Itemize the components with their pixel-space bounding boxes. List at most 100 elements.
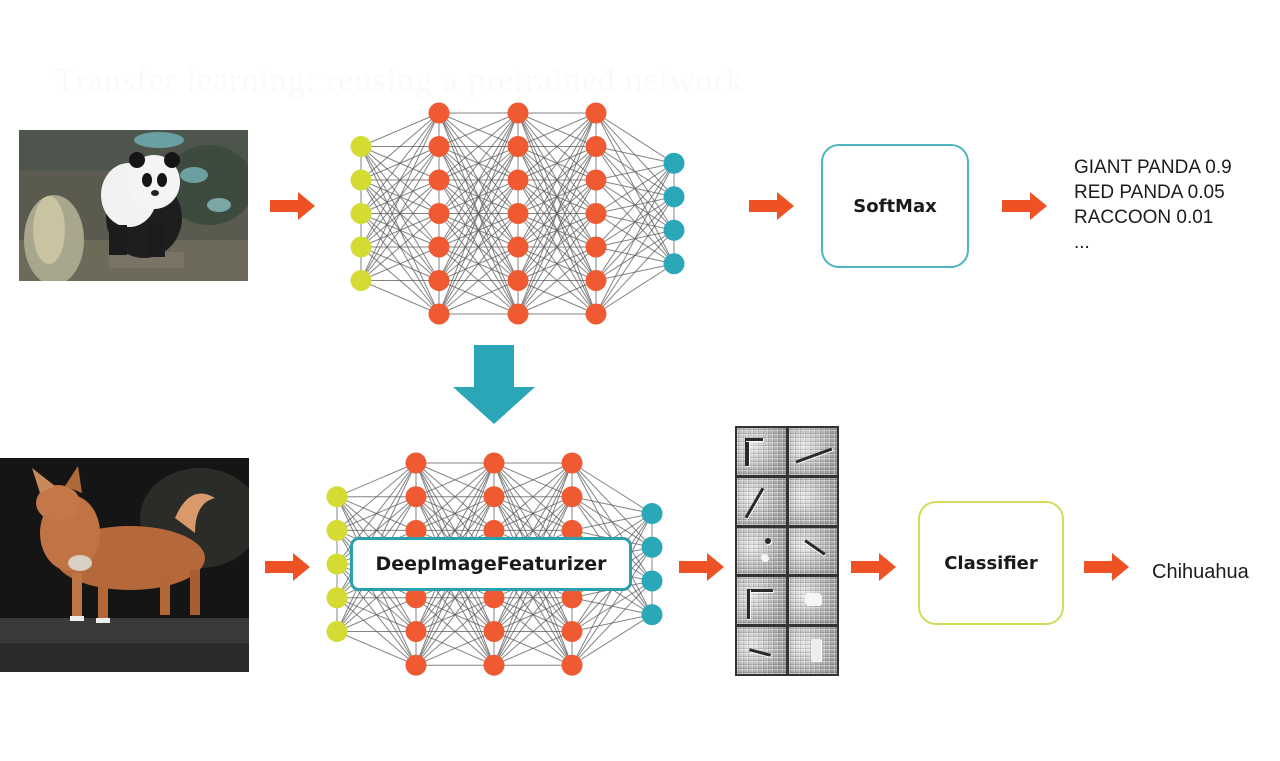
output-node bbox=[641, 604, 663, 626]
arrow-right-icon bbox=[679, 553, 724, 581]
network-edge bbox=[493, 462, 573, 498]
network-edge bbox=[595, 112, 675, 164]
classifier-box: Classifier bbox=[918, 501, 1064, 625]
network-edge bbox=[360, 112, 440, 181]
network-edge bbox=[571, 496, 653, 515]
hidden-node bbox=[585, 102, 607, 124]
hidden-node bbox=[428, 169, 450, 191]
hidden-node bbox=[428, 236, 450, 258]
network-edge bbox=[360, 213, 440, 281]
network-edge bbox=[517, 112, 597, 315]
network-edge bbox=[336, 631, 417, 666]
hidden-node bbox=[405, 486, 427, 508]
network-edge bbox=[517, 112, 597, 181]
output-node bbox=[663, 152, 685, 174]
hidden-node bbox=[405, 587, 427, 609]
hidden-node bbox=[507, 102, 529, 124]
network-edge bbox=[517, 112, 597, 147]
deep-image-featurizer-box: DeepImageFeaturizer bbox=[350, 537, 632, 591]
network-edge bbox=[438, 112, 519, 181]
network-edge bbox=[517, 112, 597, 214]
hidden-node bbox=[561, 621, 583, 642]
network-edge bbox=[360, 280, 440, 315]
hidden-node bbox=[585, 169, 607, 191]
network-edge bbox=[438, 246, 519, 315]
network-edge bbox=[493, 597, 573, 666]
softmax-box: SoftMax bbox=[821, 144, 969, 268]
panda-image bbox=[19, 130, 248, 281]
hidden-node bbox=[507, 303, 529, 325]
input-node bbox=[350, 136, 372, 157]
arrow-right-icon bbox=[749, 192, 794, 220]
dog-image bbox=[0, 458, 249, 672]
hidden-node bbox=[483, 519, 505, 541]
hidden-node bbox=[585, 303, 607, 325]
network-edge bbox=[595, 263, 675, 315]
hidden-node bbox=[405, 519, 427, 541]
input-node bbox=[326, 621, 348, 642]
feature-map-tile bbox=[737, 627, 786, 674]
feature-map-tile bbox=[737, 428, 786, 475]
hidden-node bbox=[483, 621, 505, 642]
hidden-node bbox=[561, 587, 583, 609]
network-edge bbox=[595, 162, 675, 214]
feature-map-tile bbox=[788, 577, 837, 625]
network-edge bbox=[438, 112, 519, 315]
feature-map-tile bbox=[737, 477, 786, 525]
arrow-right-icon bbox=[265, 553, 310, 581]
input-node bbox=[350, 236, 372, 258]
softmax-label: SoftMax bbox=[853, 195, 937, 217]
network-edge bbox=[360, 179, 440, 281]
network-edge bbox=[595, 162, 675, 248]
input-node bbox=[350, 169, 372, 191]
network-edge bbox=[571, 614, 653, 666]
hidden-node bbox=[428, 102, 450, 124]
network-edge bbox=[415, 462, 495, 531]
faded-title: Transfer learning: reusing a pretrained … bbox=[55, 62, 744, 99]
network-edge bbox=[360, 112, 440, 281]
hidden-node bbox=[483, 486, 505, 508]
hidden-node bbox=[561, 519, 583, 541]
network-edge bbox=[595, 162, 675, 181]
arrow-right-icon bbox=[1084, 553, 1129, 581]
network-edge bbox=[595, 162, 675, 281]
down-arrow-icon bbox=[453, 345, 535, 424]
classification-result: Chihuahua bbox=[1152, 561, 1249, 583]
arrow-right-icon bbox=[270, 192, 315, 220]
network-edge bbox=[415, 631, 495, 666]
network-edge bbox=[438, 112, 519, 214]
hidden-node bbox=[483, 452, 505, 474]
feature-map-tile bbox=[788, 428, 837, 475]
feature-map-tile bbox=[788, 527, 837, 575]
network-edge bbox=[595, 229, 675, 315]
hidden-node bbox=[561, 486, 583, 508]
network-edge bbox=[595, 163, 675, 315]
dog-photo-art bbox=[0, 458, 249, 672]
network-edge bbox=[517, 179, 597, 315]
hidden-node bbox=[405, 452, 427, 474]
prediction-list: GIANT PANDA 0.9 RED PANDA 0.05 RACCOON 0… bbox=[1074, 155, 1232, 255]
network-edge bbox=[517, 146, 597, 315]
hidden-node bbox=[428, 303, 450, 325]
hidden-node bbox=[585, 203, 607, 224]
pretrained-network bbox=[350, 102, 685, 325]
network-edge bbox=[438, 146, 519, 315]
network-edge bbox=[571, 580, 653, 666]
classifier-label: Classifier bbox=[944, 552, 1038, 574]
input-node bbox=[326, 553, 348, 575]
output-node bbox=[663, 186, 685, 208]
feature-map-tile bbox=[788, 627, 837, 674]
hidden-node bbox=[585, 136, 607, 157]
network-edge bbox=[360, 246, 440, 281]
network-edge bbox=[336, 462, 417, 498]
hidden-node bbox=[483, 654, 505, 676]
hidden-node bbox=[428, 136, 450, 157]
network-edge bbox=[415, 462, 495, 498]
network-edge bbox=[571, 513, 653, 531]
network-edge bbox=[438, 112, 519, 147]
network-edge bbox=[438, 112, 519, 281]
network-edge bbox=[595, 146, 675, 164]
network-edge bbox=[438, 112, 519, 248]
